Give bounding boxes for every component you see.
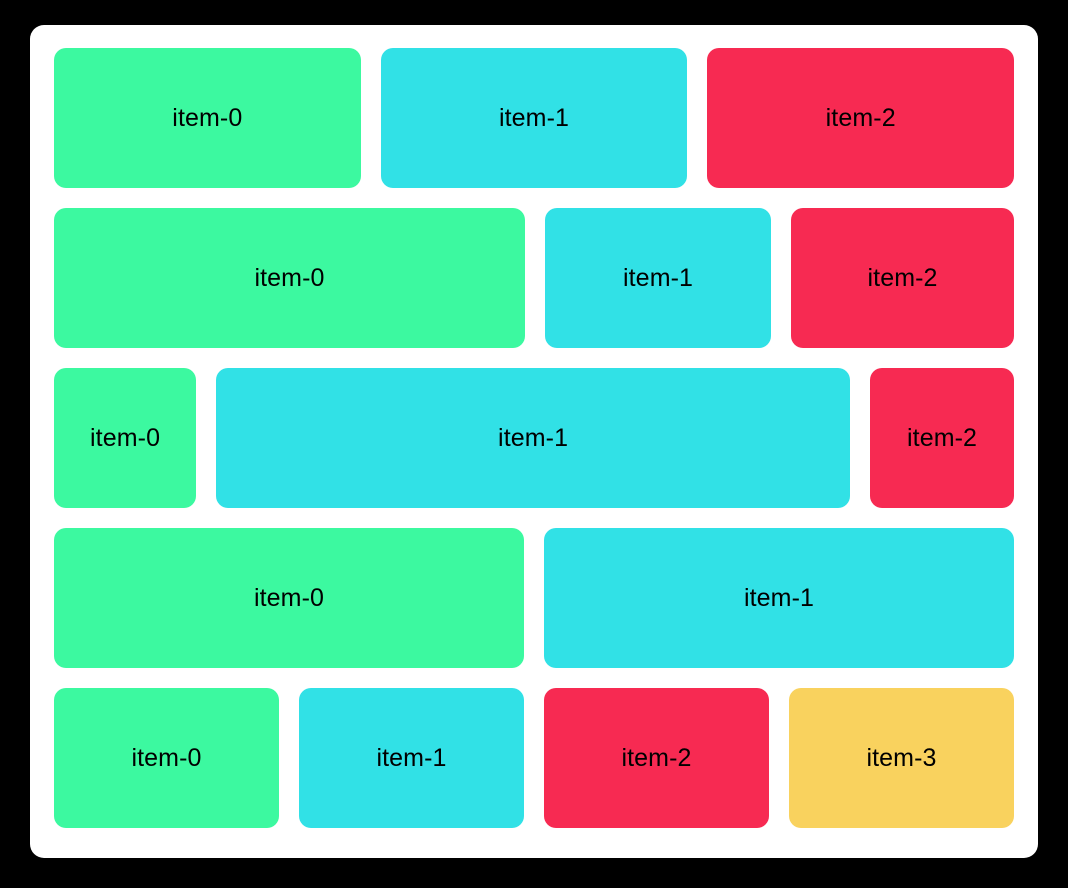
flex-item-label: item-0 (90, 423, 161, 452)
flex-item-label: item-0 (254, 263, 325, 292)
flex-item[interactable]: item-2 (707, 48, 1015, 188)
flex-item[interactable]: item-2 (544, 688, 769, 828)
flex-item[interactable]: item-1 (380, 48, 688, 188)
flex-item[interactable]: item-2 (791, 208, 1014, 348)
flex-item-label: item-1 (376, 743, 447, 772)
flex-item[interactable]: item-0 (54, 48, 361, 188)
flex-item[interactable]: item-0 (54, 368, 197, 508)
flex-item-label: item-0 (131, 743, 202, 772)
flex-item[interactable]: item-0 (54, 528, 524, 668)
flex-item-label: item-3 (866, 743, 937, 772)
flex-item-label: item-1 (743, 583, 815, 612)
flex-item-label: item-0 (172, 103, 243, 132)
flex-item[interactable]: item-1 (299, 688, 524, 828)
flex-item-label: item-2 (867, 263, 938, 292)
row-2: item-0 item-1 item-2 (54, 208, 1014, 348)
flex-item[interactable]: item-1 (544, 208, 772, 348)
flex-item-label: item-0 (253, 583, 325, 612)
row-1: item-0 item-1 item-2 (54, 48, 1015, 188)
flex-item[interactable]: item-0 (54, 208, 525, 348)
flex-item[interactable]: item-1 (216, 368, 851, 508)
flex-item[interactable]: item-3 (789, 688, 1014, 828)
flex-item-label: item-2 (621, 743, 692, 772)
row-3: item-0 item-1 item-2 (54, 368, 1014, 508)
flex-item-label: item-1 (498, 423, 569, 452)
flex-item-label: item-2 (907, 423, 978, 452)
flex-item[interactable]: item-1 (544, 528, 1014, 668)
row-5: item-0 item-1 item-2 item-3 (54, 688, 1014, 828)
flex-item[interactable]: item-0 (54, 688, 279, 828)
flex-item[interactable]: item-2 (870, 368, 1014, 508)
row-4: item-0 item-1 (54, 528, 1014, 668)
flex-item-label: item-2 (825, 103, 896, 132)
flex-item-label: item-1 (498, 103, 570, 132)
flex-item-label: item-1 (622, 263, 694, 292)
